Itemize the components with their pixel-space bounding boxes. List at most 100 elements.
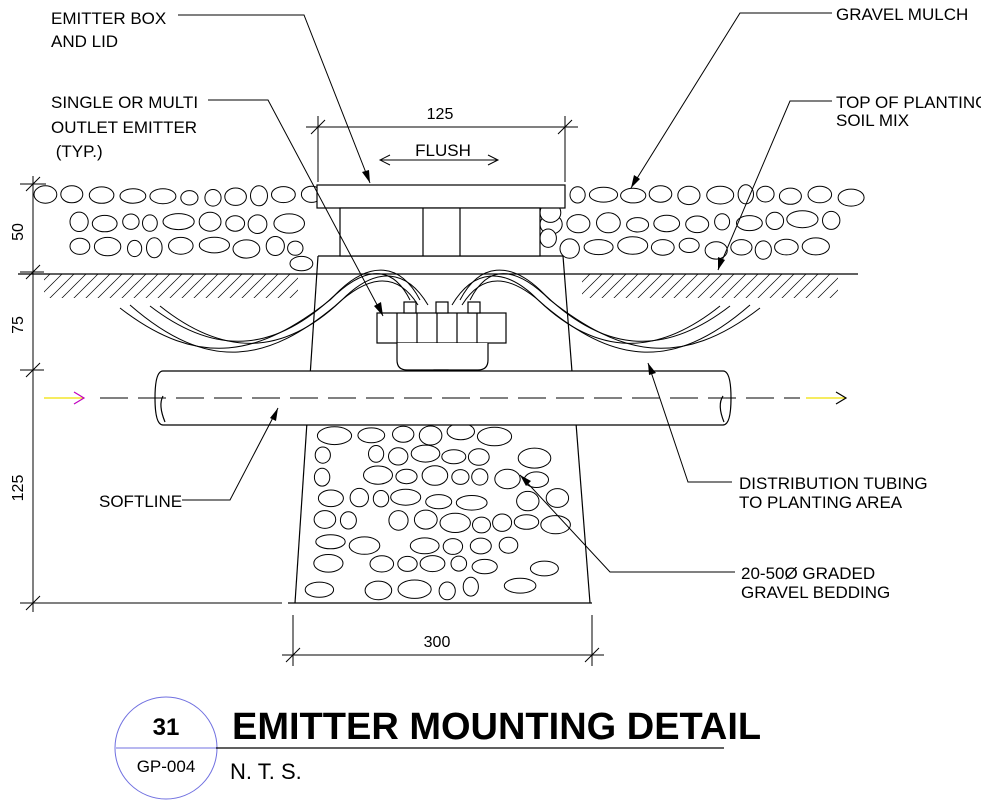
gravel-stone [737,184,754,205]
leader-distribution [647,362,732,483]
dim-bottom-value: 300 [424,634,451,651]
label-single-multi-1: SINGLE OR MULTI [51,93,198,112]
soil-hatch-right [582,274,838,298]
gravel-stone [569,186,586,204]
gravel-stone [127,239,143,258]
dimension-left [20,176,282,612]
gravel-stone [119,188,147,204]
gravel-stone [198,236,230,254]
dim-left-75: 75 [10,316,27,334]
leader-top-planting [717,100,832,271]
gravel-stone [678,237,700,253]
gravel-stone [349,487,369,508]
gravel-stone [494,468,521,490]
gravel-stone [363,465,393,485]
gravel-stone [224,187,247,206]
gravel-stone [232,239,261,259]
flush-label: FLUSH [415,141,471,160]
gravel-stone [626,217,650,233]
distribution-tubing [119,269,761,353]
gravel-stone [409,537,440,555]
gravel-stone [596,212,621,234]
label-distribution-1: DISTRIBUTION TUBING [739,474,928,493]
gravel-stone [287,240,304,256]
gravel-stone [442,538,464,555]
title-block: 31 GP-004 EMITTER MOUNTING DETAIL N. T. … [114,696,761,800]
gravel-stone [517,447,552,469]
gravel-stone [60,185,84,204]
gravel-stone [730,239,753,256]
gravel-stone [653,214,681,233]
gravel-stone [317,489,344,508]
gravel-stone [348,536,381,555]
tubing-right-1 [469,273,761,349]
gravel-stone [369,555,395,573]
emitter-box-lid [316,184,566,209]
flush-arrow [378,154,500,166]
gravel-stone [583,239,614,256]
gravel-stone [765,211,785,230]
arrowhead-top-planting [718,257,725,270]
gravel-stone [364,580,393,601]
dim-left-50: 50 [10,223,27,241]
gravel-stone [304,581,335,598]
label-top-planting-2: SOIL MIX [836,111,909,130]
gravel-stone [395,468,418,485]
tubing-right-3 [459,269,731,342]
dim-left-125: 125 [10,475,27,502]
dim-top-tick-left [310,119,326,135]
trench-left-wall [294,255,319,604]
gravel-stone [122,213,140,230]
gravel-stone [471,558,498,575]
dim-bottom-tick-left [285,647,301,663]
gravel-stone [265,236,285,256]
arrowhead-softline [270,408,278,421]
leader-emitter-box [178,14,371,184]
gravel-stone [162,213,195,231]
gravel-stone [418,425,443,446]
gravel-stone [706,185,735,205]
dim-left-tick-1 [25,176,41,192]
gravel-stone [69,211,89,233]
label-distribution-2: TO PLANTING AREA [739,493,903,512]
softline-pipe [100,370,800,426]
sheet-reference: GP-004 [137,757,196,776]
label-single-multi-3: (TYP.) [51,142,103,161]
gravel-stone [774,238,799,256]
dim-left-tick-4 [25,595,41,611]
gravel-stone [648,185,673,203]
gravel-stone [91,214,118,233]
gravel-stone [313,510,337,529]
gravel-stone [33,185,58,204]
callouts: EMITTER BOX AND LID SINGLE OR MULTI OUTL… [51,5,981,602]
gravel-stone [250,185,268,207]
gravel-stone [469,537,492,555]
outlet-emitter [376,301,507,383]
soil-hatch-left [44,274,298,298]
dim-left-tick-3 [25,362,41,378]
gravel-stone [617,236,649,255]
dim-top-tick-right [557,119,573,135]
gravel-stone [419,555,446,573]
gravel-stone [472,516,491,534]
gravel-stone [503,577,537,594]
dimension-bottom [282,615,604,666]
emitter-outlet-2 [435,301,449,314]
gravel-stone [146,237,163,259]
leader-single-multi [208,99,384,317]
arrowhead-single-multi [374,302,383,316]
gravel-stone [451,469,470,485]
gravel-stone [316,426,353,446]
gravel-stone [837,188,865,207]
arrowhead-gravel-bedding [520,475,531,486]
gravel-stone [410,444,441,463]
trench-right-wall [562,255,591,604]
gravel-stone [559,238,580,259]
tubing-left-3 [149,269,421,342]
label-gravel-mulch: GRAVEL MULCH [836,5,968,24]
scale-note: N. T. S. [230,759,302,784]
gravel-stone [446,422,475,441]
gravel-stone [390,488,422,506]
soil-hatch [44,274,838,298]
flush-arrow-right [487,154,500,166]
